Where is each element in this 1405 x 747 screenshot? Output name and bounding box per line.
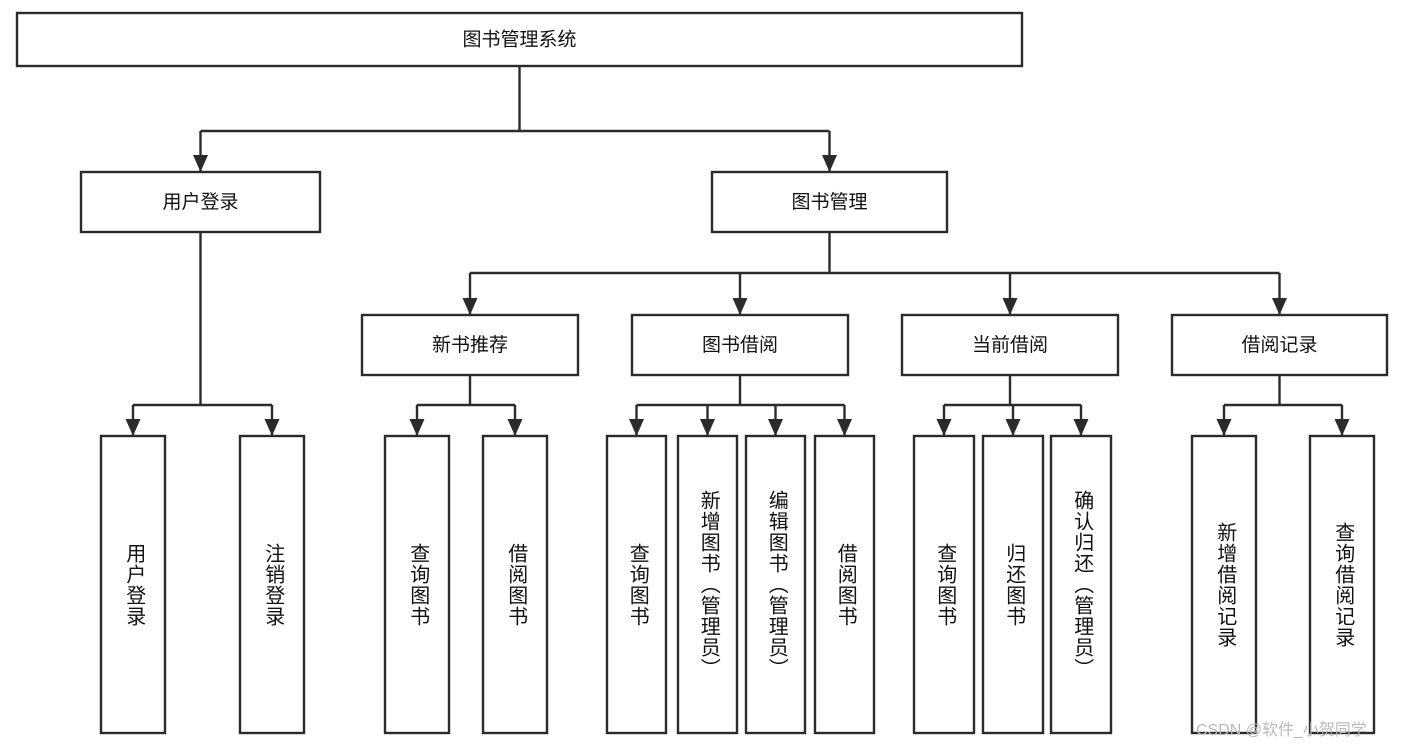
leaf-box-注销登录-1[interactable] bbox=[238, 434, 306, 735]
leafgroup-用户登录-arrow-0 bbox=[125, 419, 141, 436]
connector-layer bbox=[125, 66, 1350, 436]
leaf-box-确认归还管理员-10[interactable] bbox=[1049, 434, 1113, 735]
node-box-借阅记录[interactable] bbox=[1170, 313, 1389, 377]
node-box-用户登录[interactable] bbox=[79, 170, 322, 234]
leafgroup-新书推荐-arrow-0 bbox=[409, 419, 425, 436]
leaf-box-查询图书-2[interactable] bbox=[383, 434, 451, 735]
node-box-当前借阅[interactable] bbox=[900, 313, 1120, 377]
leafgroup-图书借阅-arrow-2 bbox=[768, 419, 783, 436]
leaf-box-借阅图书-3[interactable] bbox=[481, 434, 549, 735]
node-label-图书借阅: 图书借阅 bbox=[702, 334, 778, 356]
leafgroup-借阅记录-arrow-0 bbox=[1216, 419, 1232, 436]
bookmgmt-to-level3-arrow-3 bbox=[1272, 298, 1287, 315]
node-label-用户登录: 用户登录 bbox=[162, 191, 238, 213]
bookmgmt-to-level3-arrow-2 bbox=[1002, 298, 1018, 315]
node-label-图书管理: 图书管理 bbox=[791, 191, 867, 213]
leaf-box-查询图书-4[interactable] bbox=[605, 434, 668, 735]
leafgroup-新书推荐-arrow-1 bbox=[507, 419, 523, 436]
bookmgmt-to-level3-arrow-1 bbox=[732, 298, 748, 315]
leaf-box-查询借阅记录-12[interactable] bbox=[1308, 434, 1376, 735]
leafgroup-图书借阅-arrow-1 bbox=[700, 419, 715, 436]
leaf-box-归还图书-9[interactable] bbox=[981, 434, 1045, 735]
leafgroup-当前借阅-arrow-1 bbox=[1005, 419, 1021, 436]
csdn-watermark: CSDN @软件_小贺同学 bbox=[1196, 722, 1367, 739]
leaf-box-新增图书管理员-5[interactable] bbox=[676, 434, 739, 735]
root-to-level2-arrow-1 bbox=[822, 155, 837, 172]
leafgroup-用户登录-arrow-1 bbox=[264, 419, 280, 436]
leaf-box-编辑图书管理员-6[interactable] bbox=[744, 434, 807, 735]
leaf-box-用户登录-0[interactable] bbox=[99, 434, 167, 735]
root-node-box[interactable] bbox=[15, 11, 1024, 68]
node-box-图书管理[interactable] bbox=[710, 170, 949, 234]
leafgroup-当前借阅-arrow-0 bbox=[936, 419, 952, 436]
leafgroup-图书借阅-arrow-3 bbox=[837, 419, 852, 436]
leaf-box-新增借阅记录-11[interactable] bbox=[1190, 434, 1258, 735]
root-node-label: 图书管理系统 bbox=[462, 29, 576, 51]
node-label-当前借阅: 当前借阅 bbox=[972, 334, 1048, 356]
bookmgmt-to-level3-arrow-0 bbox=[462, 298, 478, 315]
node-box-图书借阅[interactable] bbox=[630, 313, 850, 377]
box-layer bbox=[15, 11, 1389, 735]
leaf-box-借阅图书-7[interactable] bbox=[813, 434, 876, 735]
leaf-box-查询图书-8[interactable] bbox=[912, 434, 976, 735]
node-label-新书推荐: 新书推荐 bbox=[432, 334, 508, 356]
node-box-新书推荐[interactable] bbox=[360, 313, 580, 377]
leafgroup-借阅记录-arrow-1 bbox=[1334, 419, 1350, 436]
leafgroup-当前借阅-arrow-2 bbox=[1073, 419, 1089, 436]
node-label-借阅记录: 借阅记录 bbox=[1241, 334, 1317, 356]
root-to-level2-arrow-0 bbox=[193, 155, 208, 172]
leafgroup-图书借阅-arrow-0 bbox=[629, 419, 644, 436]
